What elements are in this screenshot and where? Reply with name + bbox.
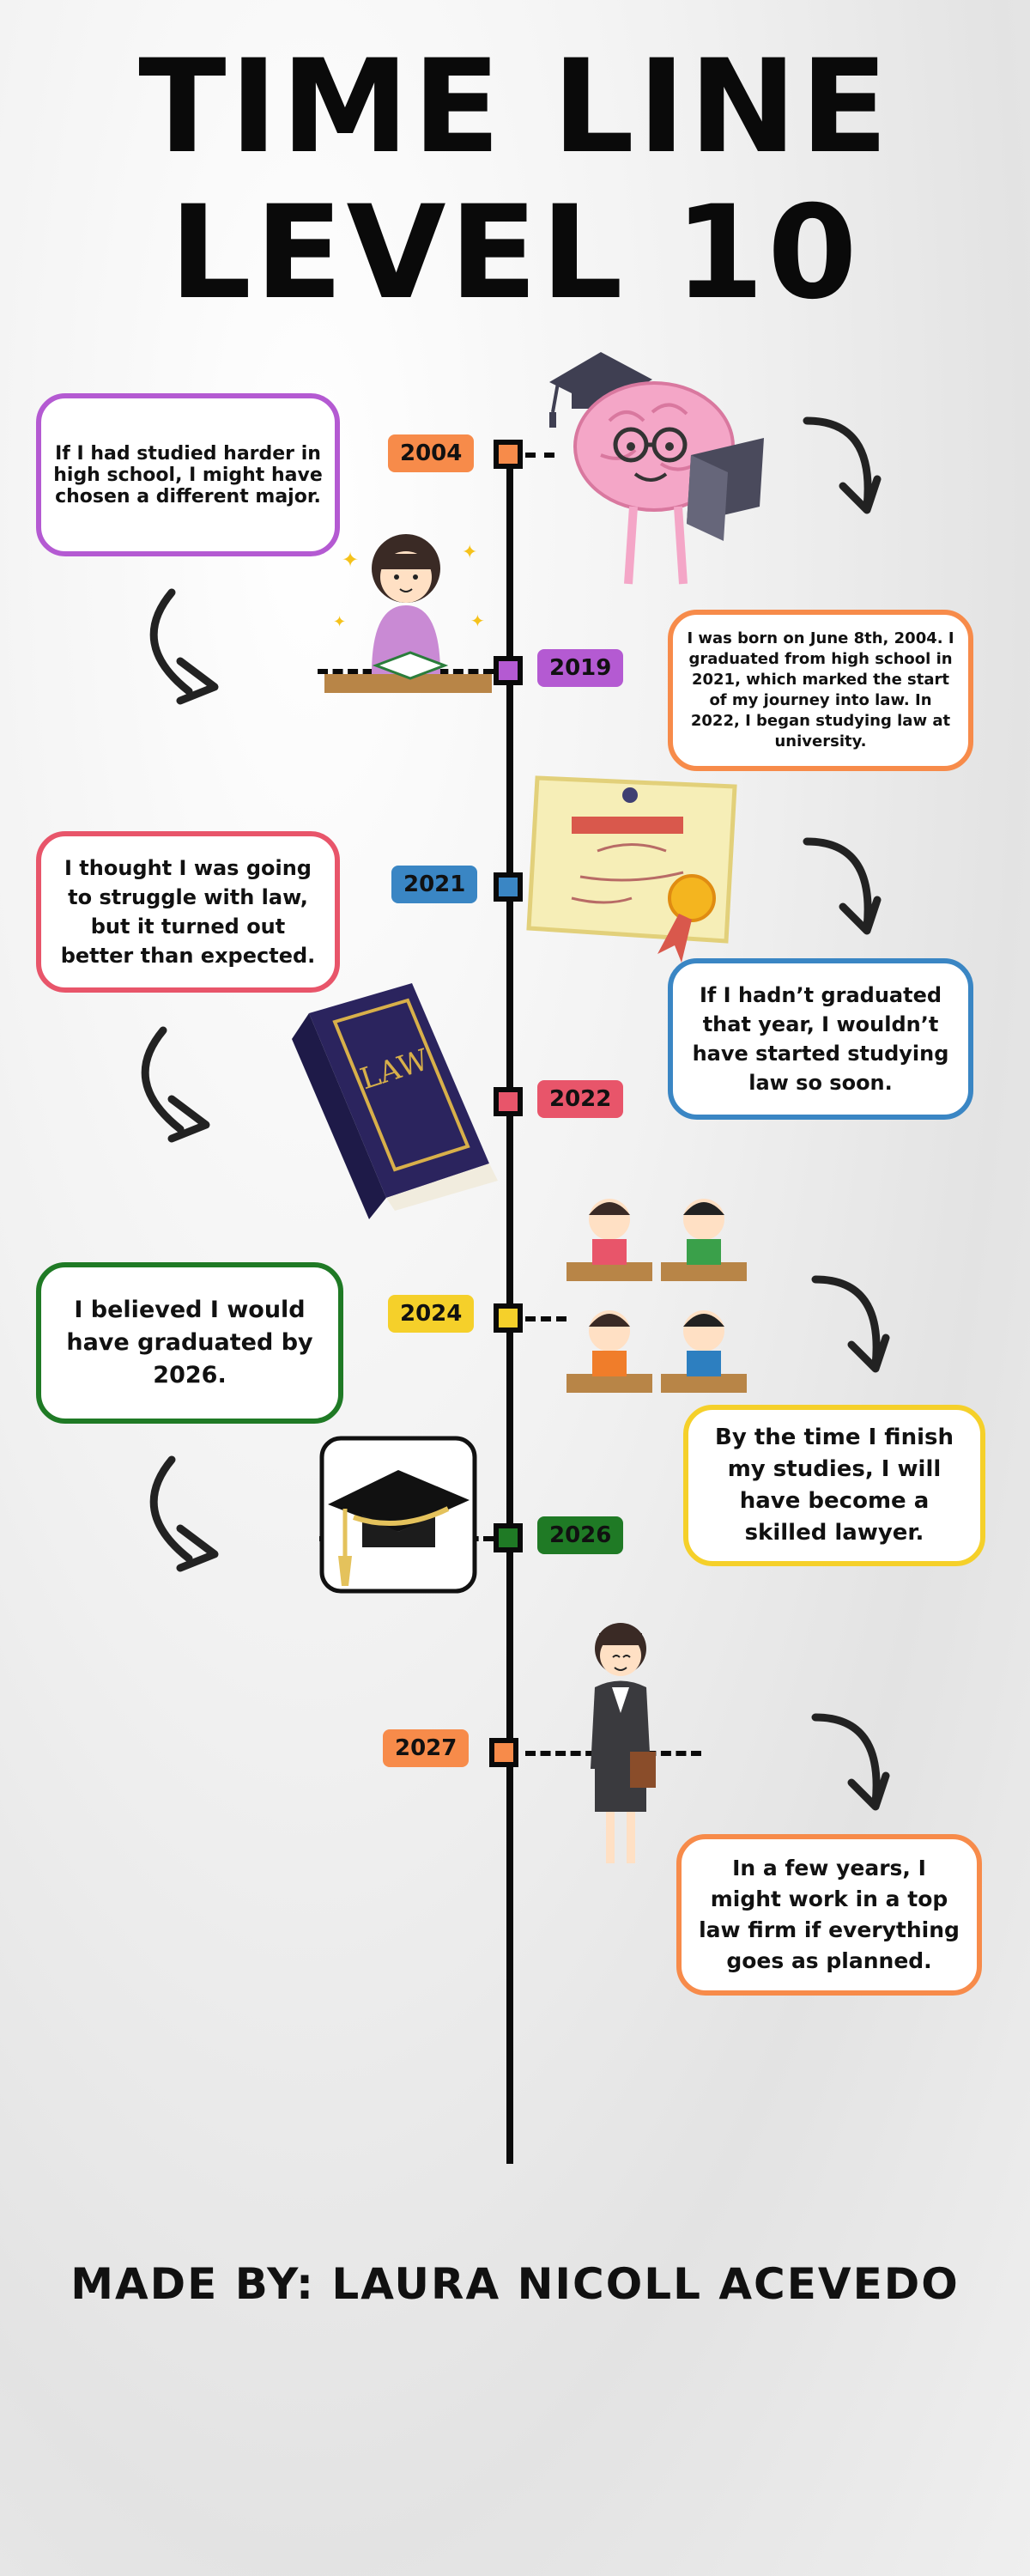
- timeline-node-2021: [494, 872, 523, 902]
- curved-arrow-icon: [803, 837, 882, 935]
- law-book-illustration: LAW: [292, 983, 498, 1219]
- note-2004: If I had studied harder in high school, …: [36, 393, 340, 556]
- note-2019: I was born on June 8th, 2004. I graduate…: [668, 610, 973, 771]
- curved-arrow-icon: [149, 1455, 219, 1572]
- page-title: TIME LINE LEVEL 10: [138, 33, 892, 328]
- year-label-2021: 2021: [391, 866, 478, 903]
- svg-text:✦: ✦: [470, 611, 485, 631]
- svg-text:✦: ✦: [462, 542, 477, 563]
- note-2022: If I hadn’t graduated that year, I would…: [668, 958, 973, 1120]
- note-2024: I believed I would have graduated by 202…: [36, 1262, 343, 1424]
- connector-2024: [525, 1316, 566, 1321]
- timeline-node-2027: [489, 1738, 518, 1767]
- timeline-node-2022: [494, 1087, 523, 1116]
- note-2026-text: By the time I finish my studies, I will …: [715, 1425, 954, 1546]
- year-label-2004: 2004: [388, 434, 475, 472]
- curved-arrow-icon: [811, 1275, 890, 1373]
- year-label-2026: 2026: [537, 1516, 624, 1554]
- note-2021-text: I thought I was going to struggle with l…: [60, 856, 316, 968]
- year-label-2027: 2027: [383, 1729, 470, 1767]
- connector-2004: [525, 453, 554, 458]
- svg-text:✦: ✦: [342, 548, 359, 572]
- note-2026: By the time I finish my studies, I will …: [683, 1405, 985, 1566]
- note-2004-text: If I had studied harder in high school, …: [53, 442, 323, 507]
- note-2019-text: I was born on June 8th, 2004. I graduate…: [687, 629, 954, 750]
- curved-arrow-icon: [141, 1026, 210, 1143]
- author-credit: MADE BY: LAURA NICOLL ACEVEDO: [70, 2259, 960, 2309]
- graduation-cap-illustration: [319, 1436, 477, 1594]
- note-2027: In a few years, I might work in a top la…: [676, 1834, 982, 1996]
- lawyer-woman-illustration: [591, 1623, 656, 1863]
- diploma-illustration: [526, 775, 737, 963]
- timeline-node-2026: [494, 1523, 523, 1552]
- note-2021: I thought I was going to struggle with l…: [36, 831, 340, 993]
- note-2024-text: I believed I would have graduated by 202…: [66, 1297, 313, 1388]
- curved-arrow-icon: [149, 588, 219, 705]
- timeline-node-2019: [494, 656, 523, 685]
- year-label-2024: 2024: [388, 1295, 475, 1333]
- brain-graduate-illustration: [549, 352, 764, 585]
- year-label-2019: 2019: [537, 649, 624, 687]
- timeline-node-2004: [494, 440, 523, 469]
- curved-arrow-icon: [811, 1713, 890, 1811]
- timeline-node-2024: [494, 1303, 523, 1333]
- classroom-students-illustration: [566, 1199, 747, 1393]
- year-label-2022: 2022: [537, 1080, 624, 1118]
- curved-arrow-icon: [803, 416, 882, 514]
- svg-text:✦: ✦: [333, 613, 346, 631]
- note-2022-text: If I hadn’t graduated that year, I would…: [692, 983, 949, 1095]
- note-2027-text: In a few years, I might work in a top la…: [699, 1856, 960, 1973]
- girl-studying-illustration: ✦ ✦ ✦ ✦: [324, 534, 492, 693]
